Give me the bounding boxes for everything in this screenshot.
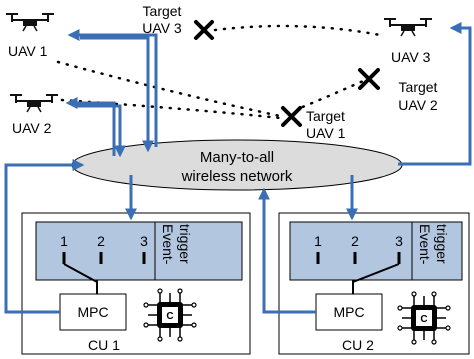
uav-label: UAV 1	[8, 43, 48, 59]
uav2-uplink-arrow	[74, 104, 126, 158]
uav-1: UAV 1	[5, 13, 55, 59]
uav-2: UAV 2	[9, 94, 59, 136]
port-label: 1	[60, 233, 68, 249]
mpc-box	[59, 293, 127, 331]
event-trigger-label: trigger	[434, 224, 450, 264]
uav-label: UAV 3	[391, 49, 431, 65]
target-label: UAV 2	[398, 97, 438, 113]
event-trigger-label: trigger	[177, 224, 193, 264]
target-uav-2: Target UAV 2	[358, 68, 438, 113]
uav-3: UAV 3	[383, 18, 433, 65]
port-terminals	[62, 252, 146, 264]
uav3-tracking-path	[213, 24, 382, 37]
cu-label: CU 2	[342, 337, 374, 353]
port-label: 2	[351, 233, 359, 249]
target-label: Target	[399, 79, 438, 95]
target-label: Target	[143, 3, 182, 19]
svg-text:C: C	[420, 314, 427, 325]
uav-label: UAV 2	[12, 120, 52, 136]
svg-text:C: C	[166, 311, 173, 322]
target-x-icon	[194, 20, 214, 40]
cu-label: CU 1	[88, 337, 120, 353]
drone-icon	[9, 94, 59, 113]
port-label: 2	[97, 233, 105, 249]
port-terminals	[316, 252, 401, 264]
uav1-downlink-arrow	[80, 36, 154, 153]
cu1-to-network-arrow	[4, 159, 85, 314]
target-label: UAV 3	[142, 20, 182, 36]
network-label: wireless network	[181, 168, 293, 185]
uav3-link-arrow	[398, 22, 472, 166]
target-uav-1: Target UAV 1	[281, 106, 346, 141]
control-unit-2: Event- trigger 1 2 3 MPC CU 2 C	[278, 212, 470, 355]
switch-line	[352, 263, 400, 283]
control-unit-1: Event- trigger 1 2 3 MPC CU 1 C	[21, 212, 251, 355]
port-label: 1	[314, 233, 322, 249]
target-x-icon	[358, 68, 380, 90]
event-trigger-label: Event-	[417, 224, 433, 265]
target-uav-3: Target UAV 3	[142, 3, 214, 40]
uav2-downlink-arrow	[65, 97, 116, 156]
uav1-uplink-arrow	[67, 29, 158, 147]
event-trigger-box	[35, 221, 243, 281]
event-trigger-label: Event-	[160, 224, 176, 265]
uav1-tracking-path	[56, 60, 287, 119]
uav2-tracking-path	[60, 98, 282, 120]
target-label: UAV 1	[306, 125, 346, 141]
target-label: Target	[306, 108, 345, 124]
port-label: 3	[140, 233, 148, 249]
uav2-target-path	[298, 76, 372, 110]
cu2-to-network-arrow	[258, 187, 316, 314]
processor-chip-icon: C	[397, 291, 451, 345]
drone-icon	[5, 13, 55, 32]
switch-line	[63, 263, 98, 283]
communication-arrows	[4, 22, 472, 314]
drone-icon	[383, 18, 433, 37]
processor-chip-icon: C	[143, 288, 197, 342]
mpc-box	[315, 293, 383, 331]
event-trigger-box	[289, 221, 463, 281]
mpc-label: MPC	[333, 304, 364, 320]
wireless-network: Many-to-all wireless network	[71, 139, 403, 191]
target-x-icon	[281, 106, 302, 127]
tracking-paths	[56, 24, 382, 120]
port-label: 3	[395, 233, 403, 249]
network-label: Many-to-all	[200, 149, 274, 166]
mpc-label: MPC	[77, 304, 108, 320]
